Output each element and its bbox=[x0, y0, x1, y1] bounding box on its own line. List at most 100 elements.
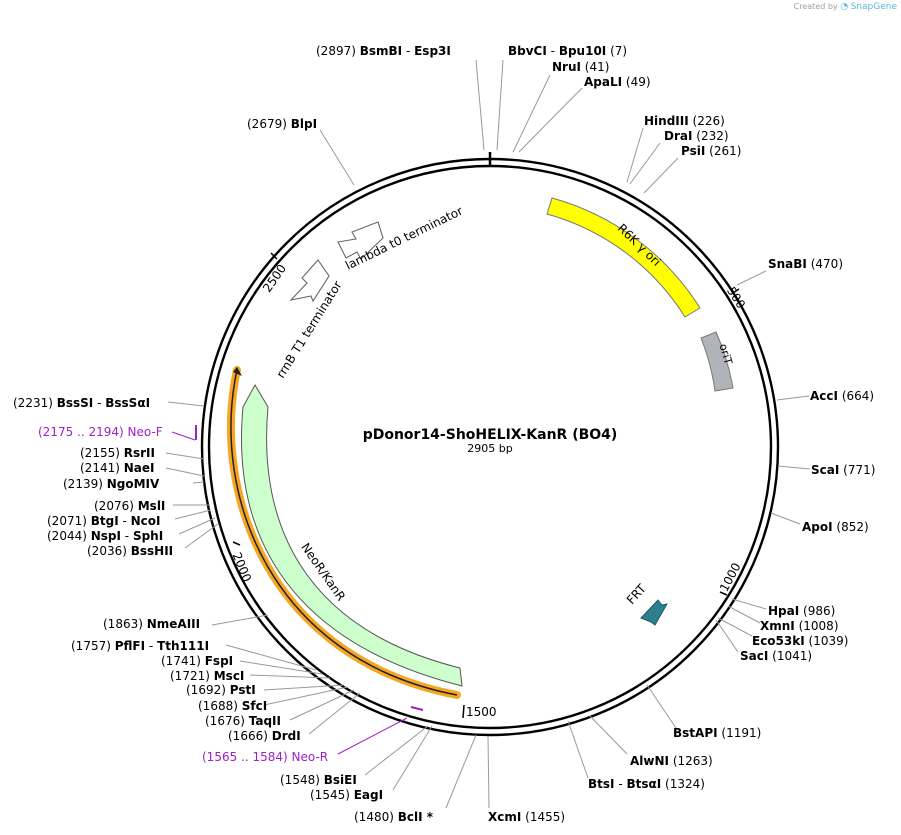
leader-msci bbox=[249, 674, 331, 679]
snapgene-logo-icon: ◔ bbox=[840, 2, 849, 12]
site-drai[interactable]: DraI (232) bbox=[664, 129, 729, 143]
site-bbvci-bpu10i[interactable]: BbvCI - Bpu10I (7) bbox=[508, 44, 627, 58]
site-alwni[interactable]: AlwNI (1263) bbox=[630, 754, 713, 768]
rrnb-t1-terminator-arrow[interactable] bbox=[289, 259, 330, 303]
primer-neo-r-leader bbox=[337, 717, 408, 755]
leader-hindiii bbox=[626, 127, 644, 183]
leader-apoi bbox=[770, 512, 801, 525]
tick-mark bbox=[719, 591, 728, 596]
primer-neo-r[interactable]: (1565 .. 1584) Neo-R bbox=[202, 750, 328, 764]
site-nspi-sphi[interactable]: (2044) NspI - SphI bbox=[47, 529, 163, 543]
site-hpai[interactable]: HpaI (986) bbox=[768, 604, 835, 618]
leader-fspi bbox=[239, 660, 323, 675]
leader-scai bbox=[777, 465, 811, 470]
r6k-ori-feature[interactable] bbox=[546, 197, 701, 318]
site-msli[interactable]: (2076) MslI bbox=[94, 499, 165, 513]
tick-1500: 1500 bbox=[466, 705, 497, 719]
leader-sfci bbox=[263, 686, 349, 706]
leader-bbvci bbox=[496, 59, 504, 151]
leader-btgi bbox=[174, 509, 212, 520]
leader-pflfi bbox=[225, 644, 317, 671]
leader-bcli bbox=[445, 734, 477, 809]
tick-mark bbox=[462, 704, 465, 719]
site-eagi[interactable]: (1545) EagI bbox=[310, 788, 383, 802]
neor-orf-line bbox=[230, 369, 458, 696]
site-msci[interactable]: (1721) MscI bbox=[170, 669, 244, 683]
site-acci[interactable]: AccI (664) bbox=[810, 389, 874, 403]
leader-hpai bbox=[731, 598, 767, 610]
site-rsrii[interactable]: (2155) RsrII bbox=[80, 446, 155, 460]
leader-nspi bbox=[178, 517, 216, 535]
leader-nmeaiii bbox=[211, 614, 269, 626]
primers: (2175 .. 2194) Neo-F (1565 .. 1584) Neo-… bbox=[38, 425, 424, 764]
leader-xmni bbox=[727, 605, 761, 624]
backbone bbox=[200, 152, 780, 737]
restriction-sites: (2897) BsmBI - Esp3I BbvCI - Bpu10I (7) … bbox=[13, 44, 875, 824]
leader-bsmbi bbox=[475, 59, 485, 151]
site-bstapi[interactable]: BstAPI (1191) bbox=[673, 726, 761, 740]
leader-psii bbox=[643, 157, 679, 194]
primer-neo-r-mark bbox=[410, 706, 424, 711]
leader-btsi bbox=[567, 720, 589, 779]
site-ngomiv[interactable]: (2139) NgoMIV bbox=[63, 477, 160, 491]
site-psii[interactable]: PsiI (261) bbox=[681, 144, 741, 158]
site-btgi-ncoi[interactable]: (2071) BtgI - NcoI bbox=[47, 514, 161, 528]
site-leaders bbox=[165, 59, 811, 809]
neor-kanr-feature[interactable] bbox=[241, 383, 463, 687]
frt-label: FRT bbox=[624, 581, 649, 607]
leader-ngomiv bbox=[192, 481, 205, 484]
leader-snabi bbox=[736, 270, 767, 286]
primer-neo-f-leader bbox=[171, 431, 196, 441]
orit-feature[interactable] bbox=[700, 331, 734, 392]
leader-taqii bbox=[289, 689, 355, 721]
site-apoi[interactable]: ApoI (852) bbox=[802, 520, 869, 534]
site-xmni[interactable]: XmnI (1008) bbox=[760, 619, 839, 633]
site-bsshii[interactable]: (2036) BssHII bbox=[87, 544, 173, 558]
tick-mark bbox=[732, 288, 740, 294]
leader-bsiei bbox=[364, 725, 429, 776]
site-apali[interactable]: ApaLI (49) bbox=[584, 75, 651, 89]
site-hindiii[interactable]: HindIII (226) bbox=[644, 114, 725, 128]
plasmid-size: 2905 bp bbox=[467, 442, 512, 455]
tick-mark bbox=[232, 541, 241, 546]
leader-bsshii bbox=[184, 523, 219, 549]
leader-eco53ki bbox=[717, 617, 753, 637]
site-naei[interactable]: (2141) NaeI bbox=[80, 461, 154, 475]
site-bsiei[interactable]: (1548) BsiEI bbox=[280, 773, 357, 787]
credit-brand: SnapGene bbox=[850, 2, 897, 12]
site-snabi[interactable]: SnaBI (470) bbox=[768, 257, 843, 271]
orit-label: oriT bbox=[716, 342, 734, 366]
site-btsi-btsai[interactable]: BtsI - BtsαI (1324) bbox=[588, 777, 705, 791]
leader-xcmi bbox=[487, 735, 490, 809]
site-drdi[interactable]: (1666) DrdI bbox=[228, 729, 301, 743]
leader-alwni bbox=[589, 715, 628, 755]
site-nrui[interactable]: NruI (41) bbox=[552, 60, 609, 74]
frt-arrow[interactable] bbox=[640, 599, 668, 626]
site-bsmbi-esp3i[interactable]: (2897) BsmBI - Esp3I bbox=[316, 44, 451, 58]
site-sfci[interactable]: (1688) SfcI bbox=[198, 699, 267, 713]
leader-rsrii bbox=[165, 452, 205, 460]
primer-neo-f[interactable]: (2175 .. 2194) Neo-F bbox=[38, 425, 163, 439]
site-blpi[interactable]: (2679) BlpI bbox=[247, 117, 317, 131]
leader-acci bbox=[776, 395, 810, 401]
site-bsssi-bsssai[interactable]: (2231) BssSI - BssSαI bbox=[13, 396, 150, 410]
leader-saci bbox=[715, 619, 739, 653]
site-fspi[interactable]: (1741) FspI bbox=[161, 654, 233, 668]
site-nmeaiii[interactable]: (1863) NmeAIII bbox=[103, 617, 200, 631]
leader-bstapi bbox=[646, 684, 677, 729]
snapgene-credit: Created by ◔ SnapGene bbox=[794, 2, 897, 12]
site-saci[interactable]: SacI (1041) bbox=[740, 649, 812, 663]
site-scai[interactable]: ScaI (771) bbox=[811, 463, 875, 477]
leader-naei bbox=[165, 467, 205, 477]
site-eco53ki[interactable]: Eco53kI (1039) bbox=[752, 634, 848, 648]
leader-blpi bbox=[319, 129, 355, 186]
leader-drdi bbox=[308, 692, 361, 735]
site-pflfi-tth111i[interactable]: (1757) PflFI - Tth111I bbox=[71, 639, 209, 653]
site-xcmi[interactable]: XcmI (1455) bbox=[488, 810, 565, 824]
credit-prefix: Created by bbox=[793, 2, 838, 11]
lambda-t0-terminator-arrow[interactable] bbox=[337, 221, 384, 260]
site-psti[interactable]: (1692) PstI bbox=[186, 683, 256, 697]
site-bcli[interactable]: (1480) BclI * bbox=[354, 810, 434, 824]
site-taqii[interactable]: (1676) TaqII bbox=[205, 714, 281, 728]
